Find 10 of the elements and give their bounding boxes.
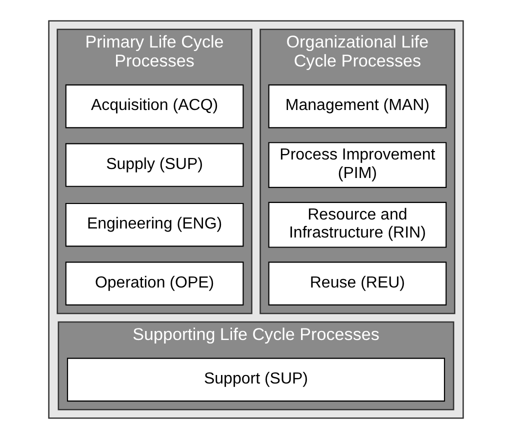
node-box: Engineering (ENG) <box>64 202 244 247</box>
node-box: Supply (SUP) <box>64 143 244 187</box>
node-box: Management (MAN) <box>268 84 446 128</box>
node-box: Reuse (REU) <box>268 262 446 306</box>
cluster <box>48 20 464 419</box>
node-box: Resource and Infrastructure (RIN) <box>268 202 446 248</box>
node-box: Operation (OPE) <box>64 262 244 306</box>
node-box: Support (SUP) <box>66 358 445 402</box>
node-box: Process Improvement (PIM) <box>268 142 446 188</box>
node-box: Acquisition (ACQ) <box>64 84 244 128</box>
